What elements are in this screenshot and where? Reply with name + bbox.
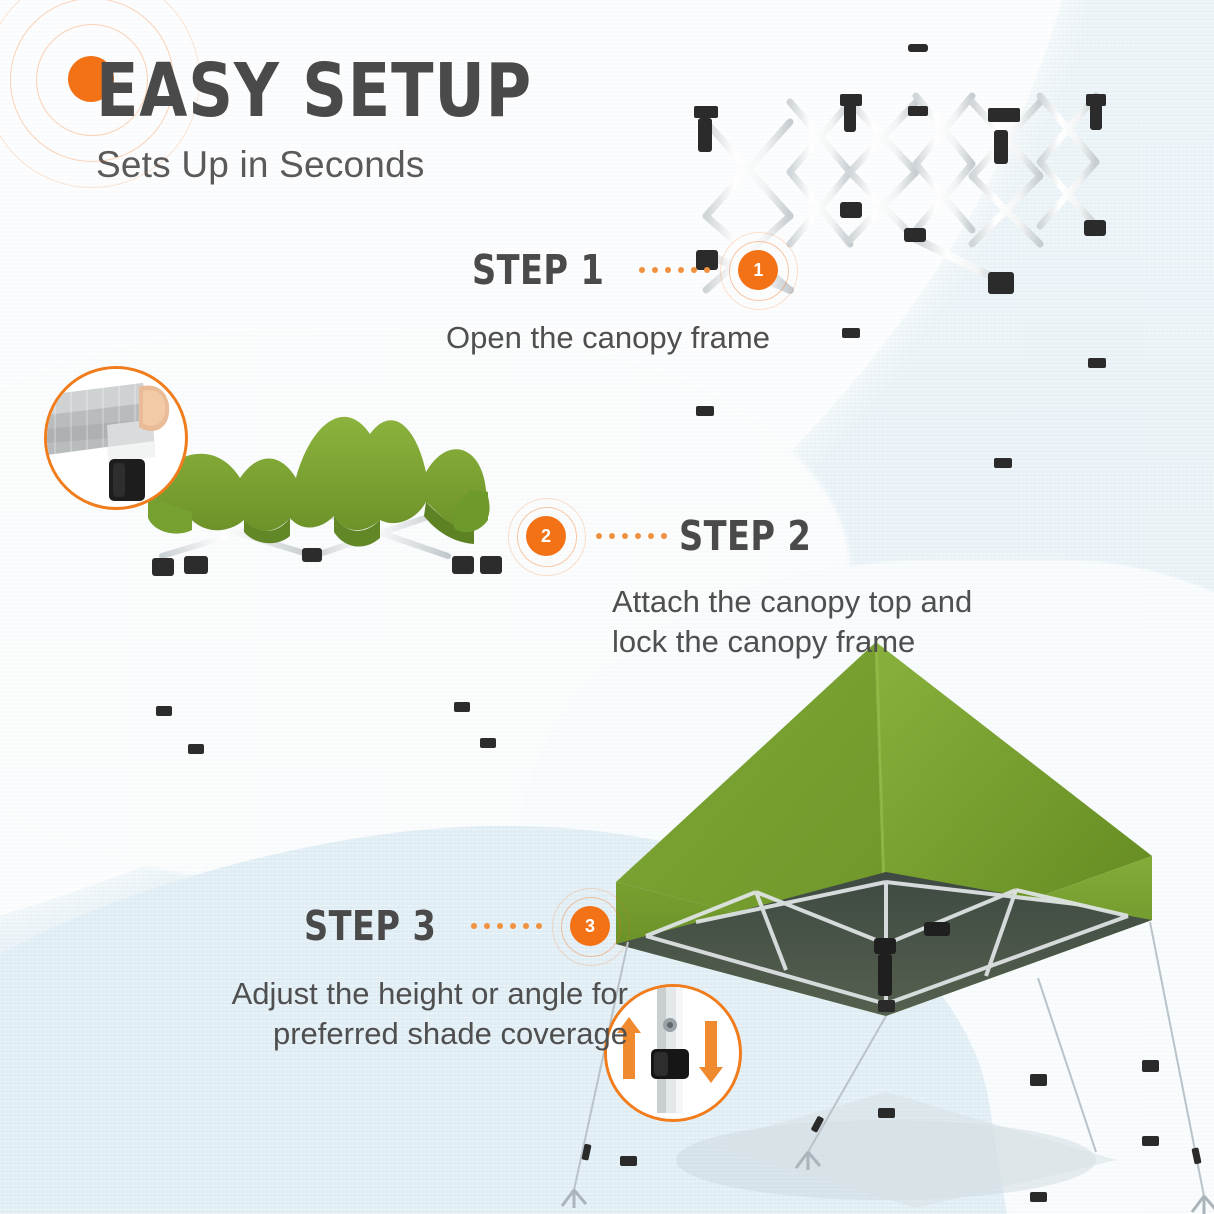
step-3-badge-ring-inner [561, 897, 621, 957]
artwork-canopy-assembled [556, 604, 1214, 1214]
step-2-head: 2 STEP 2 [508, 498, 1012, 576]
step-2-badge: 2 [526, 516, 566, 556]
step-3-head: STEP 3 3 [218, 888, 630, 966]
step-1-label: STEP 1 [472, 246, 605, 294]
step-2-badge-wrap: 2 [508, 498, 586, 576]
inset-leg-height-adjuster [604, 984, 742, 1122]
orange-dot-icon [68, 56, 114, 102]
step-1: STEP 1 1 Open the canopy frame [446, 232, 799, 358]
canopy-fabric [148, 416, 490, 532]
step-2-badge-ring-inner [517, 507, 577, 567]
ground-stakes [560, 1151, 1214, 1214]
step-1-head: STEP 1 1 [472, 232, 799, 310]
canopy-roof-right [876, 642, 1152, 952]
step-3-description: Adjust the height or angle for preferred… [231, 976, 628, 1051]
step-1-badge-wrap: 1 [720, 232, 799, 310]
step-2-description: Attach the canopy top and lock the canop… [612, 584, 973, 659]
step-3-badge-ring-outer [552, 888, 630, 966]
velcro-strap-detail-svg [47, 369, 179, 501]
step-3-badge: 3 [570, 906, 610, 946]
up-arrow-icon [617, 1017, 641, 1079]
canopy-legs [622, 914, 1156, 1206]
canopy-roof-left [616, 642, 886, 952]
artwork-canopy-top-draped [44, 360, 544, 780]
assembled-canopy-svg [560, 641, 1214, 1214]
step-3-leader-dots [471, 923, 542, 929]
step-2-badge-ring-outer [508, 498, 586, 576]
step-2-leader-dots [596, 533, 667, 539]
step-2: 2 STEP 2 Attach the canopy top and lock … [508, 498, 1012, 662]
draped-canopy-svg [148, 416, 502, 754]
down-arrow-icon [699, 1021, 723, 1083]
step-1-badge-ring-outer [720, 232, 799, 310]
inset-hand-attaching-velcro-strap [44, 366, 188, 510]
header: EASY SETUP Sets Up in Seconds [0, 0, 615, 188]
step-1-leader-dots [639, 267, 711, 273]
step-1-badge-ring-inner [729, 241, 790, 301]
step-3-badge-wrap: 3 [552, 888, 630, 966]
height-adjuster-detail-svg [607, 987, 733, 1113]
step-1-description: Open the canopy frame [446, 320, 770, 355]
step-2-label: STEP 2 [679, 512, 812, 560]
step-3: STEP 3 3 Adjust the height or angle for … [218, 888, 630, 1054]
page-title: EASY SETUP [96, 48, 533, 134]
step-3-label: STEP 3 [303, 902, 436, 950]
underside-truss-bars [645, 880, 1129, 1006]
